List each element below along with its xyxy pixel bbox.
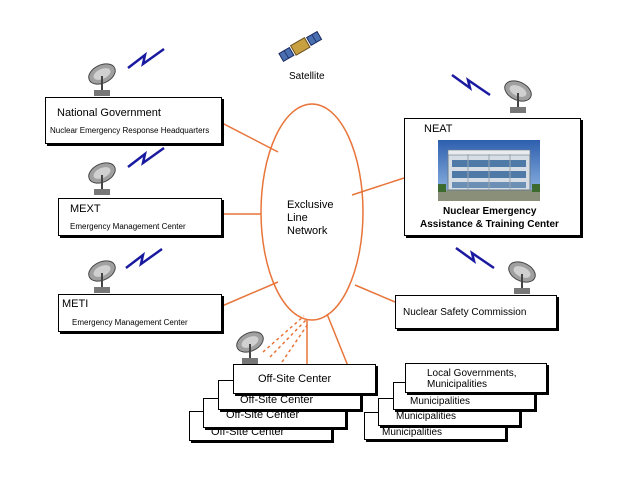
mext-box bbox=[58, 198, 222, 236]
national-government-box bbox=[45, 97, 222, 144]
link-national bbox=[221, 122, 279, 153]
mext-title: MEXT bbox=[70, 203, 101, 215]
signal-bolt-icon bbox=[125, 247, 163, 269]
network-label-1: Exclusive bbox=[287, 199, 334, 211]
satellite-dish-icon bbox=[500, 256, 544, 301]
offsite-center-label-back2: Off-Site Center bbox=[226, 409, 300, 421]
local-governments-line-2: Municipalities bbox=[427, 379, 488, 390]
signal-bolt-icon bbox=[127, 47, 165, 69]
nuclear-safety-commission-title: Nuclear Safety Commission bbox=[403, 307, 527, 318]
signal-bolt-icon bbox=[451, 73, 491, 97]
link-nsc bbox=[354, 284, 396, 303]
local-governments-line-1: Local Governments, bbox=[427, 368, 517, 379]
offsite-center-box bbox=[233, 364, 376, 394]
meti-subtitle: Emergency Management Center bbox=[72, 318, 188, 327]
signal-bolt-icon bbox=[455, 246, 495, 270]
satellite-dish-icon bbox=[80, 157, 124, 202]
municipalities-label-3: Municipalities bbox=[382, 427, 443, 438]
neat-line-2: Assistance & Training Center bbox=[420, 219, 559, 230]
satellite-dish-icon bbox=[80, 58, 124, 103]
wireless-link bbox=[269, 319, 307, 358]
meti-box bbox=[58, 294, 222, 332]
satellite-dish-icon bbox=[80, 255, 124, 300]
link-meti bbox=[221, 281, 279, 307]
meti-title: METI bbox=[62, 298, 89, 310]
national-government-subtitle: Nuclear Emergency Response Headquarters bbox=[50, 126, 210, 135]
neat-title: NEAT bbox=[424, 123, 453, 135]
satellite-icon bbox=[278, 30, 323, 63]
neat-line-1: Nuclear Emergency bbox=[443, 206, 537, 217]
offsite-center-label: Off-Site Center bbox=[258, 373, 332, 385]
network-ellipse bbox=[260, 103, 364, 321]
satellite-dish-icon bbox=[496, 75, 540, 120]
link-local bbox=[326, 313, 349, 367]
offsite-center-label-back3: Off-Site Center bbox=[211, 426, 285, 438]
satellite-label: Satellite bbox=[289, 71, 325, 82]
network-label-2: Line bbox=[287, 212, 308, 224]
satellite-dish-icon bbox=[228, 326, 272, 371]
link-neat bbox=[351, 177, 405, 196]
signal-bolt-icon bbox=[127, 146, 165, 168]
network-label-3: Network bbox=[287, 225, 328, 237]
nuclear-safety-commission-box bbox=[395, 295, 557, 329]
mext-subtitle: Emergency Management Center bbox=[70, 222, 186, 231]
municipalities-label-2: Municipalities bbox=[396, 411, 457, 422]
offsite-center-label-back1: Off-Site Center bbox=[240, 394, 314, 406]
neat-building-image bbox=[438, 140, 540, 201]
municipalities-label-1: Municipalities bbox=[410, 396, 471, 407]
local-governments-box bbox=[405, 363, 547, 393]
wireless-link bbox=[281, 323, 309, 363]
national-government-title: National Government bbox=[57, 107, 161, 119]
